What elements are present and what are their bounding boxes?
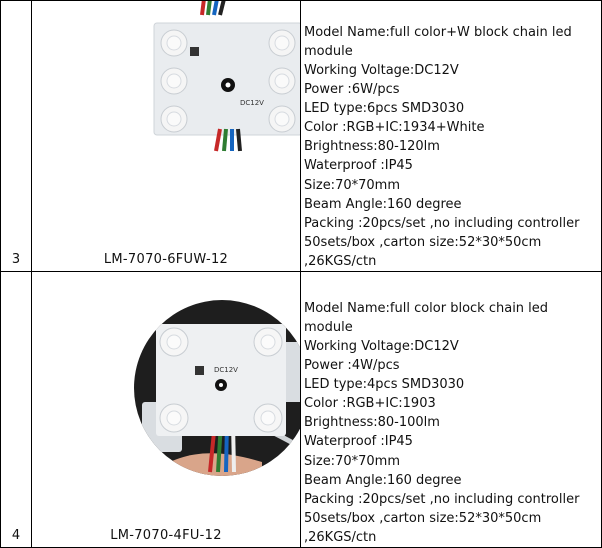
- wire-bundle-bottom: [214, 128, 242, 152]
- spec-description: Model Name:full color+W block chain led …: [300, 0, 602, 272]
- spec-line: Working Voltage:DC12V: [304, 338, 459, 354]
- spec-line: 50sets/box ,carton size:52*30*50cm: [304, 510, 542, 526]
- spec-line: Working Voltage:DC12V: [304, 62, 459, 78]
- table-row: 3: [0, 0, 602, 272]
- spec-line: Color :RGB+IC:1934+White: [304, 120, 485, 136]
- model-code: LM-7070-6FUW-12: [103, 252, 229, 267]
- row-index: 4: [0, 271, 32, 548]
- spec-line: Waterproof :IP45: [304, 434, 413, 450]
- spec-line: Waterproof :IP45: [304, 158, 413, 174]
- product-photo-4-led: DC12V: [32, 272, 300, 523]
- board-marking: DC12V: [240, 99, 264, 107]
- spec-line: Beam Angle:160 degree: [304, 196, 462, 212]
- spec-line: Color :RGB+IC:1903: [304, 396, 436, 412]
- led-lenses: [159, 327, 283, 433]
- spec-line: Size:70*70mm: [304, 453, 400, 469]
- spec-line: Packing :20pcs/set ,no including control…: [304, 491, 580, 507]
- spec-line: ,26KGS/ctn: [304, 253, 377, 269]
- spec-description: Model Name:full color block chain led mo…: [300, 271, 602, 548]
- hand: [152, 453, 262, 476]
- spec-line: Model Name:full color block chain led: [304, 300, 549, 316]
- spec-line: ,26KGS/ctn: [304, 529, 377, 545]
- spec-line: Power :4W/pcs: [304, 358, 400, 374]
- spec-line: module: [304, 43, 353, 59]
- spec-line: Model Name:full color+W block chain led: [304, 24, 572, 40]
- model-code: LM-7070-4FU-12: [110, 528, 222, 543]
- led-lenses: [160, 29, 296, 133]
- wire-bundle-top: [200, 1, 226, 16]
- spec-line: Beam Angle:160 degree: [304, 472, 462, 488]
- led-module-4-leds-photo: DC12V: [134, 300, 300, 476]
- spec-line: module: [304, 319, 353, 335]
- spec-line: Brightness:80-120lm: [304, 139, 440, 155]
- ic-chip: [195, 366, 204, 375]
- led-module-6-leds-photo: DC12V: [153, 1, 300, 152]
- model-cell: DC12V LM-7070-6FUW-12: [31, 0, 301, 272]
- spec-line: Brightness:80-100lm: [304, 415, 440, 431]
- spec-line: Packing :20pcs/set ,no including control…: [304, 215, 580, 231]
- board-marking: DC12V: [214, 366, 238, 374]
- spec-line: Size:70*70mm: [304, 177, 400, 193]
- product-photo-6-led: DC12V: [32, 1, 300, 247]
- spec-line: Power :6W/pcs: [304, 82, 400, 98]
- row-index: 3: [0, 0, 32, 272]
- model-cell: DC12V LM-7070-4FU-12: [31, 271, 301, 548]
- table-row: 4: [0, 271, 602, 548]
- ic-chip: [190, 47, 199, 56]
- spec-line: 50sets/box ,carton size:52*30*50cm: [304, 234, 542, 250]
- spec-line: LED type:6pcs SMD3030: [304, 101, 465, 117]
- spec-line: LED type:4pcs SMD3030: [304, 377, 465, 393]
